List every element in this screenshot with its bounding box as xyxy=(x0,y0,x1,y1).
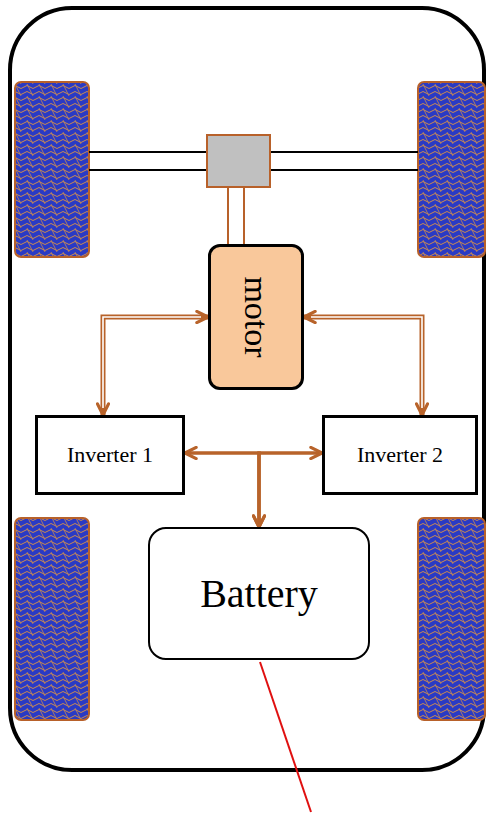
connector-line xyxy=(259,453,322,527)
node-label: Inverter 2 xyxy=(357,444,443,466)
node-label: motor xyxy=(239,276,273,357)
connector-core xyxy=(311,317,422,408)
connector-core xyxy=(103,317,201,408)
battery-box: Battery xyxy=(148,527,370,660)
wheel xyxy=(15,82,89,257)
connector-line xyxy=(103,317,208,415)
wheel xyxy=(418,518,485,720)
gearbox xyxy=(207,135,270,187)
connector-arrow xyxy=(304,317,422,415)
connector-arrow xyxy=(259,453,322,527)
leader-line xyxy=(260,662,311,812)
wheel xyxy=(15,518,89,720)
shaft xyxy=(243,187,245,245)
node-label: Inverter 1 xyxy=(67,444,153,466)
connector-line xyxy=(304,317,422,415)
connector-line xyxy=(185,453,259,527)
shaft xyxy=(227,187,229,245)
node-label: Battery xyxy=(200,574,318,614)
wheel xyxy=(418,82,485,257)
connector-arrow xyxy=(103,317,208,415)
car-body xyxy=(10,8,484,770)
inverter-box: Inverter 2 xyxy=(322,415,478,495)
inverter-box: Inverter 1 xyxy=(35,415,185,495)
motor-box: motor xyxy=(208,244,304,390)
connector-arrow xyxy=(185,453,259,527)
